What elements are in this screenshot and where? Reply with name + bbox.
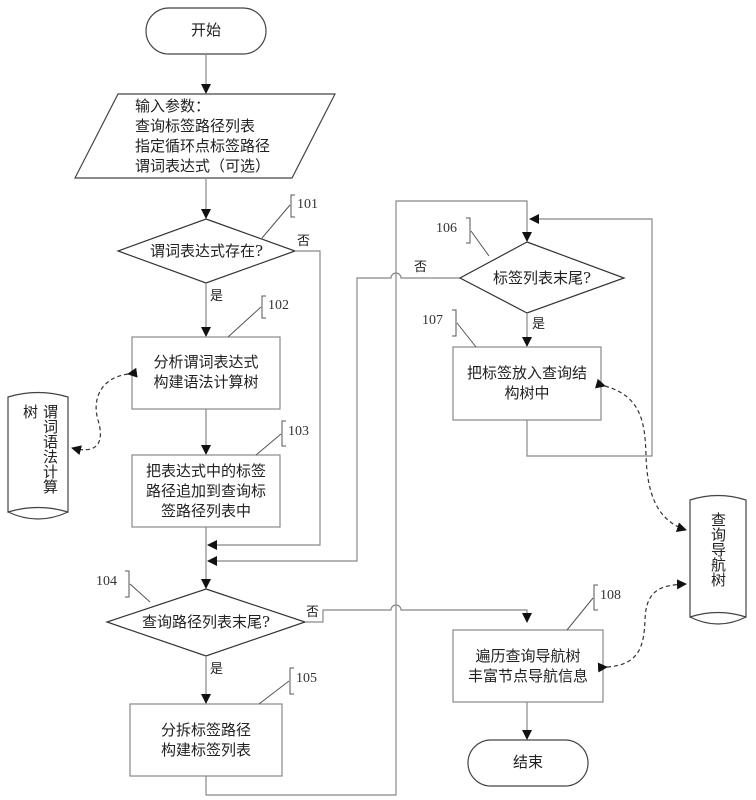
process-102-line: 分析谓词表达式 — [153, 353, 259, 371]
decision-101-yes: 是 — [210, 289, 224, 304]
decision-106-no: 否 — [414, 260, 428, 275]
start-label: 开始 — [190, 21, 221, 39]
decision-104-yes: 是 — [210, 662, 224, 677]
link-108-nav-tree — [597, 579, 687, 673]
input-line: 谓词表达式（可选） — [135, 157, 271, 175]
process-103-line: 把表达式中的标签 — [145, 462, 266, 480]
ref-104-bracket — [125, 570, 151, 603]
ref-104: 104 — [96, 574, 117, 589]
decision-104-label: 查询路径列表末尾? — [141, 613, 271, 631]
link-107-nav-tree — [594, 378, 687, 532]
decision-106-label: 标签列表末尾? — [492, 269, 592, 287]
link-102-syntax-tree — [71, 367, 138, 456]
process-102-line: 构建语法计算树 — [153, 373, 259, 391]
ref-106-bracket — [466, 217, 490, 257]
ref-103-bracket — [255, 420, 286, 456]
ref-101: 101 — [297, 197, 318, 212]
process-105-line: 分拆标签路径 — [160, 721, 251, 739]
decision-106-yes: 是 — [532, 317, 546, 332]
input-parallelogram — [74, 93, 336, 179]
store-syntax-tree-label: 谓词语法计算树 — [21, 404, 59, 494]
ref-102: 102 — [268, 298, 289, 313]
ref-106: 106 — [436, 221, 457, 236]
process-103-line: 签路径列表中 — [160, 502, 251, 520]
ref-102-bracket — [227, 295, 266, 338]
process-105-text: 分拆标签路径 构建标签列表 — [130, 720, 282, 760]
input-line: 输入参数： — [135, 97, 211, 115]
connector-104-no — [305, 604, 532, 623]
ref-101-bracket — [261, 194, 295, 239]
connector-101-no — [207, 250, 321, 550]
process-105-line: 构建标签列表 — [160, 741, 251, 759]
process-108-line: 丰富节点导航信息 — [467, 667, 588, 685]
process-107-text: 把标签放入查询结 构树中 — [453, 363, 601, 403]
end-label: 结束 — [512, 753, 543, 771]
process-103-line: 路径追加到查询标 — [145, 482, 266, 500]
process-107-line: 把标签放入查询结 — [466, 364, 587, 382]
process-103-text: 把表达式中的标签 路径追加到查询标 签路径列表中 — [132, 461, 280, 521]
decision-101-label: 谓词表达式存在? — [149, 242, 264, 260]
ref-105-bracket — [258, 667, 294, 705]
decision-104-no: 否 — [306, 605, 320, 620]
store-syntax-tree — [7, 391, 69, 520]
ref-107: 107 — [422, 313, 443, 328]
connector-105-106 — [205, 200, 532, 796]
decision-101-no: 否 — [297, 234, 311, 249]
process-102-text: 分析谓词表达式 构建语法计算树 — [132, 352, 280, 392]
ref-105: 105 — [296, 671, 317, 686]
store-nav-tree — [689, 494, 747, 625]
connector-106-no — [207, 272, 460, 566]
input-line: 查询标签路径列表 — [135, 117, 256, 135]
process-107-line: 构树中 — [504, 384, 550, 402]
ref-103: 103 — [288, 424, 309, 439]
input-text: 输入参数： 查询标签路径列表 指定循环点标签路径 谓词表达式（可选） — [135, 96, 270, 176]
ref-108-bracket — [566, 584, 598, 631]
process-108-line: 遍历查询导航树 — [475, 647, 581, 665]
ref-107-bracket — [452, 309, 477, 348]
process-108-text: 遍历查询导航树 丰富节点导航信息 — [453, 646, 603, 686]
end-terminal — [467, 739, 589, 787]
ref-108: 108 — [600, 588, 621, 603]
input-line: 指定循环点标签路径 — [135, 137, 271, 155]
store-nav-tree-label: 查询导航树 — [709, 512, 727, 587]
